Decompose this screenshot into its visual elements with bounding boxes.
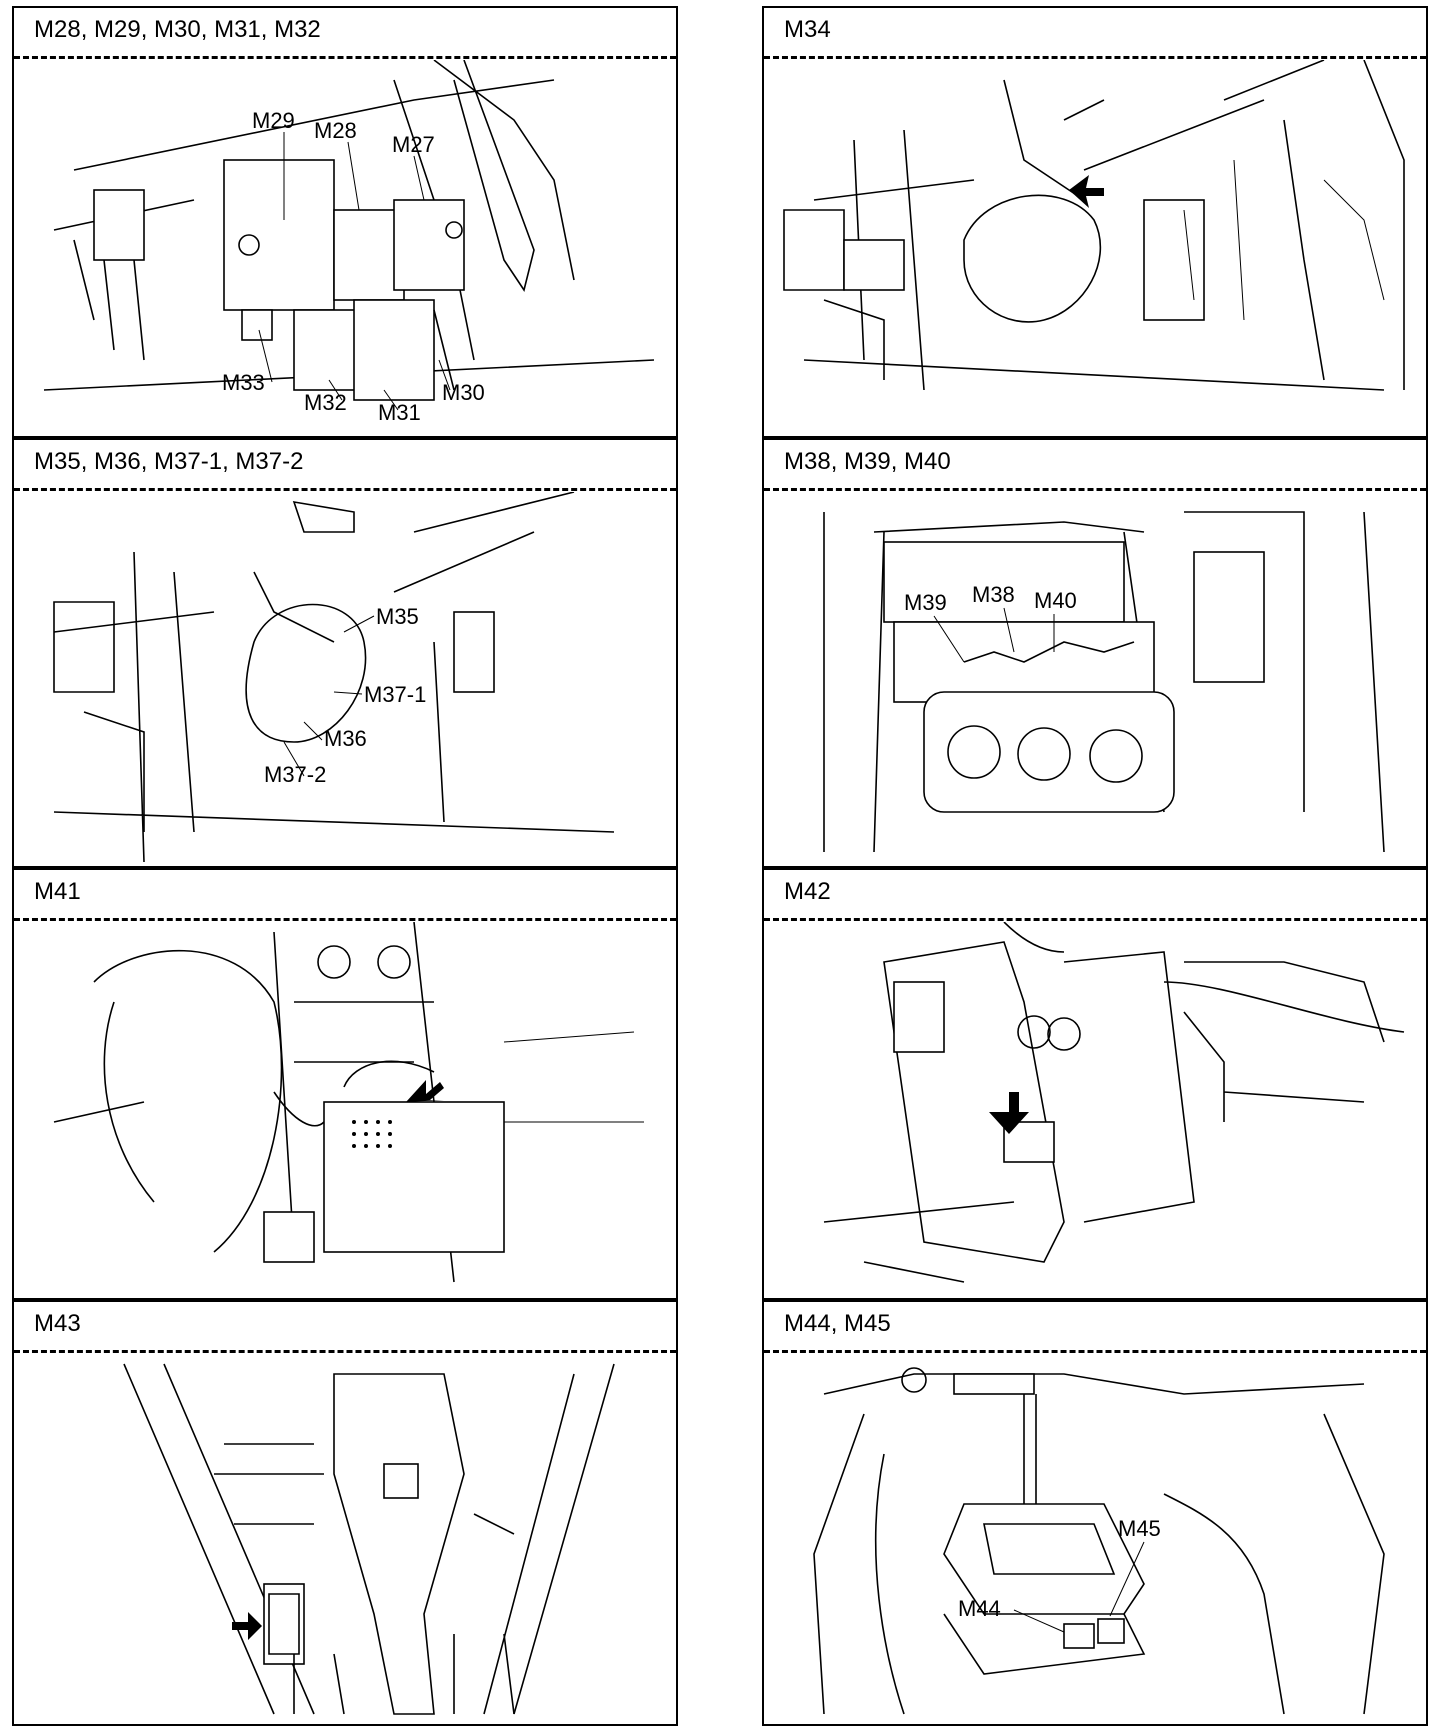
relay-box-illustration: M29 M28 M27 M33 M32 M31 M30	[43, 60, 655, 425]
label-m32: M32	[304, 390, 347, 415]
label-m27: M27	[392, 132, 435, 157]
label-m45: M45	[1118, 1516, 1161, 1541]
dashed-divider	[764, 56, 1426, 59]
label-m36: M36	[324, 726, 367, 751]
dashed-divider	[764, 1350, 1426, 1353]
panel-m41: M41	[12, 868, 678, 1300]
label-m33: M33	[222, 370, 265, 395]
panel-title: M42	[784, 878, 831, 905]
panel-title: M34	[784, 16, 831, 43]
dashed-divider	[14, 56, 676, 59]
panel-m43: M43	[12, 1300, 678, 1726]
m38-m40-illustration: M39 M38 M40	[823, 511, 1385, 853]
dashed-divider	[764, 918, 1426, 921]
label-m29: M29	[252, 108, 295, 133]
label-m39: M39	[904, 590, 947, 615]
panel-relay-box: M28, M29, M30, M31, M32 M29 M28 M27 M33 …	[12, 6, 678, 438]
label-m38: M38	[972, 582, 1015, 607]
m43-illustration	[123, 1363, 615, 1715]
panel-m38-m40: M38, M39, M40 M39 M38 M40	[762, 438, 1428, 868]
dashed-divider	[14, 918, 676, 921]
label-m31: M31	[378, 400, 421, 425]
dashed-divider	[14, 488, 676, 491]
label-m28: M28	[314, 118, 357, 143]
label-m35: M35	[376, 604, 419, 629]
label-m40: M40	[1034, 588, 1077, 613]
callout-labels: M35 M37-1 M36 M37-2	[264, 604, 426, 787]
m42-illustration	[823, 922, 1405, 1283]
panel-title: M41	[34, 878, 81, 905]
callout-labels: M39 M38 M40	[904, 582, 1077, 615]
m35-m37-illustration: M35 M37-1 M36 M37-2	[53, 492, 615, 863]
panel-m34: M34	[762, 6, 1428, 438]
panel-m42: M42	[762, 868, 1428, 1300]
m44-m45-illustration: M45 M44	[813, 1367, 1385, 1715]
m34-illustration	[783, 60, 1405, 391]
panel-title: M28, M29, M30, M31, M32	[34, 16, 321, 43]
panel-title: M35, M36, M37-1, M37-2	[34, 448, 304, 475]
panel-title: M44, M45	[784, 1310, 891, 1337]
panel-title: M38, M39, M40	[784, 448, 951, 475]
label-m30: M30	[442, 380, 485, 405]
callout-labels: M45 M44	[958, 1516, 1161, 1621]
dashed-divider	[14, 1350, 676, 1353]
panel-m44-m45: M44, M45 M45 M44	[762, 1300, 1428, 1726]
label-m44: M44	[958, 1596, 1001, 1621]
m41-illustration	[53, 922, 644, 1283]
dashed-divider	[764, 488, 1426, 491]
label-m37-2: M37-2	[264, 762, 326, 787]
panel-title: M43	[34, 1310, 81, 1337]
label-m37-1: M37-1	[364, 682, 426, 707]
callout-labels: M29 M28 M27 M33 M32 M31 M30	[222, 108, 485, 425]
panel-m35-m37: M35, M36, M37-1, M37-2 M35 M37-1 M36 M37…	[12, 438, 678, 868]
